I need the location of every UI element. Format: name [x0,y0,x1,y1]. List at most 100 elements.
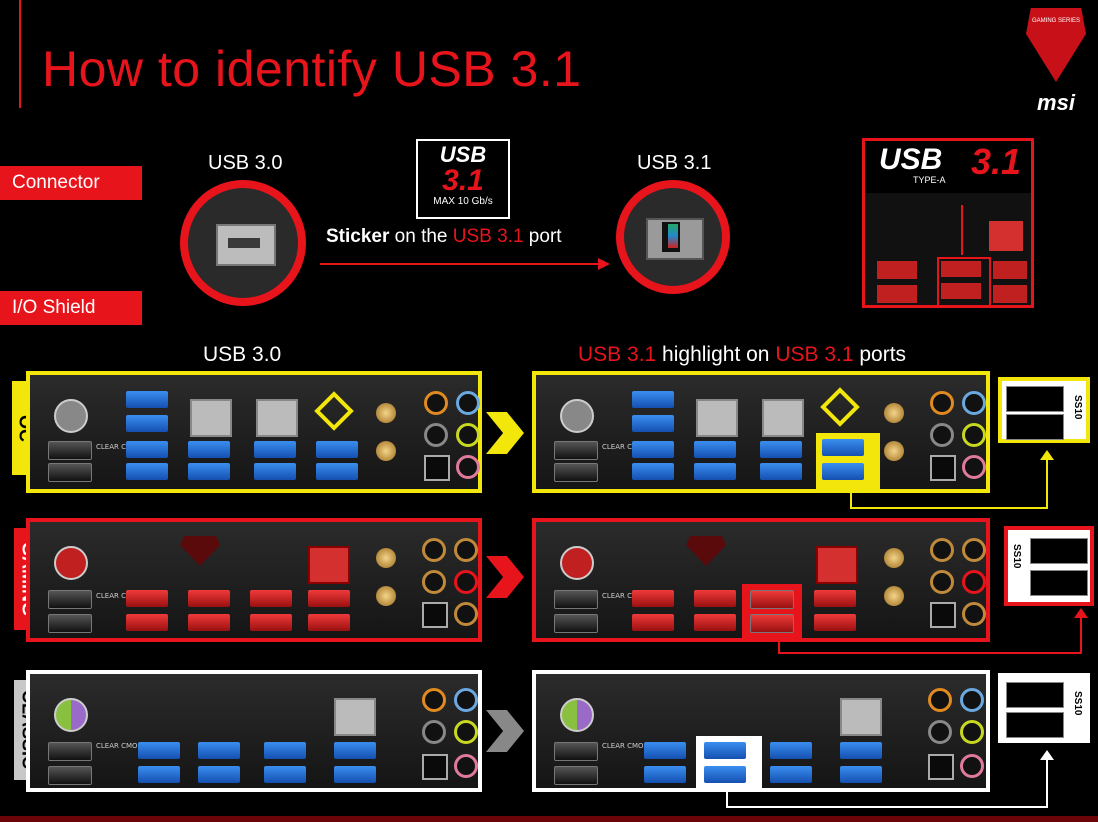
usb2-port [48,590,92,609]
audio-jack [928,688,952,712]
sticker-caption: Sticker on the USB 3.1 port [326,226,562,248]
usb31-sticker: USB 3.1 MAX 10 Gb/s [416,139,510,219]
clear-cmos-label: CLEAR CMOS [96,592,142,600]
usb31-port [822,463,864,480]
sticker-line3: MAX 10 Gb/s [433,196,493,207]
audio-jack [454,602,478,626]
usb30-port [126,463,168,480]
usb30-port [840,742,882,759]
usb31-port [822,439,864,456]
usb30-port [126,415,168,432]
ps2-port [560,399,594,433]
usb30-port [694,590,736,607]
usb31-slot [1006,414,1064,440]
audio-jack [422,538,446,562]
msi-logo: GAMING SERIES msi [1022,8,1090,118]
usb30-port [760,463,802,480]
audio-jack [962,455,986,479]
usb30-port [694,441,736,458]
ss-10-text: 10 [1072,704,1083,716]
usb31-connector-label: USB 3.1 [637,152,712,174]
usb31-port [704,742,746,759]
usb30-port [188,441,230,458]
usb2-port [48,614,92,633]
usb30-port [138,742,180,759]
usb31-port [750,614,794,633]
usb30-port [632,391,674,408]
oc-io-shield-usb31: CLEAR CMOS [532,371,990,493]
ss-10-text: 10 [1011,557,1022,569]
arrow-up-icon [1040,750,1054,760]
sticker-line2: 3.1 [442,164,484,197]
antenna-connector [376,586,396,606]
usb30-port [632,463,674,480]
usb30-port [632,590,674,607]
usb2-port [48,766,92,785]
usb30-connector-label: USB 3.0 [208,152,283,174]
connector-arrow [320,258,612,270]
usb31-slot [1030,570,1088,596]
classic-pointer-line [726,806,1048,808]
audio-jack [930,570,954,594]
audio-jack [930,391,954,415]
clear-cmos-label: CLEAR CMOS [96,742,142,750]
caption-end: port [523,226,562,247]
antenna-connector [376,403,396,423]
usb30-port [840,766,882,783]
lan-port [256,399,298,437]
usb30-port [188,463,230,480]
audio-jack [424,423,448,447]
usb30-port [138,766,180,783]
optical-port [930,602,956,628]
audio-jack [930,538,954,562]
audio-jack [454,688,478,712]
usb30-port [316,441,358,458]
usb30-port [188,614,230,631]
optical-port [422,602,448,628]
ss-10-text: 10 [1072,408,1083,420]
usb30-port [198,742,240,759]
oc-pointer-line [1046,458,1048,509]
usb31-slot [1006,712,1064,738]
ss10-label: SS10 [1072,691,1083,715]
usb30-port [334,742,376,759]
logo-series-text: GAMING SERIES [1031,18,1080,24]
gaming-usb31-closeup: SS10 [1004,526,1094,606]
caption-mid: on the [389,226,453,247]
usb31-slot [1030,538,1088,564]
audio-jack [422,688,446,712]
ps2-port [54,698,88,732]
usb30-port [694,463,736,480]
classic-io-shield-usb31: CLEAR CMOS [532,670,990,792]
usb30-port [632,441,674,458]
usb31-type-a-badge-panel: USB 3.1 TYPE-A [862,138,1034,308]
lan-port [762,399,804,437]
gaming-pointer-line [1080,616,1082,654]
audio-jack [454,570,478,594]
lan-port [816,546,858,584]
oc-usb31-closeup: SS10 [998,377,1090,443]
usb30-port [316,463,358,480]
ss-text: SS [1011,544,1022,558]
clear-cmos-label: CLEAR CMOS [602,742,648,750]
clear-cmos-label: CLEAR CMOS [602,592,648,600]
usb30-port [308,614,350,631]
usb30-port [334,766,376,783]
audio-jack [454,720,478,744]
usb30-port [814,590,856,607]
ss-text: SS [1072,395,1083,409]
usb30-connector-photo [180,180,306,306]
tag-io-shield: I/O Shield [0,291,142,325]
usb2-port [554,766,598,785]
ps2-port [54,546,88,580]
gaming-pointer-line [778,640,780,654]
audio-jack [454,754,478,778]
oc-pointer-line [850,507,1048,509]
page-title: How to identify USB 3.1 [42,41,582,97]
usb30-port [250,614,292,631]
usb2-port [554,463,598,482]
audio-jack [454,538,478,562]
badge-text-31: 3.1 [971,141,1022,182]
optical-port [930,455,956,481]
title-accent-line [19,0,21,108]
